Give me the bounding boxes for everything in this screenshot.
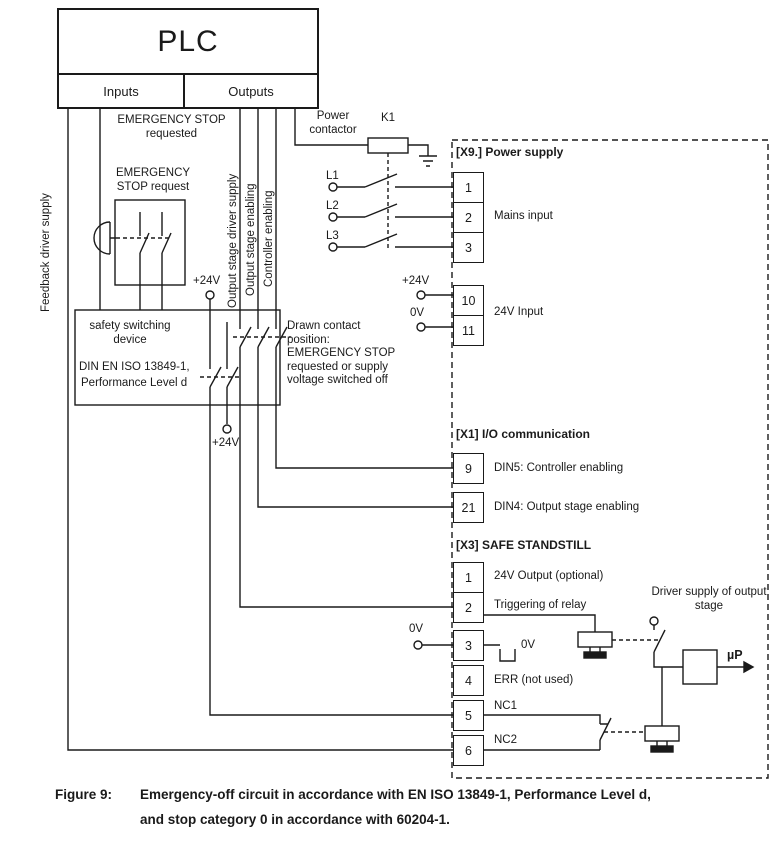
power-contactor-label: Power contactor <box>309 110 357 136</box>
l1-terminal-icon <box>328 182 338 192</box>
x3-24v-output-label: 24V Output (optional) <box>494 570 604 582</box>
x3-err-label: ERR (not used) <box>494 674 574 686</box>
v24-safety-bottom-label: +24V <box>212 437 240 449</box>
v0-supply-label: 0V <box>410 307 425 319</box>
l3-label: L3 <box>326 230 339 242</box>
microprocessor-label: µP <box>727 648 743 662</box>
up-arrowhead-icon <box>743 660 755 674</box>
driver-supply-terminal-icon <box>649 616 659 626</box>
caption-line-2: and stop category 0 in accordance with 6… <box>140 812 450 827</box>
output-stage-enabling-label: Output stage enabling <box>245 183 257 296</box>
v24-input-label: 24V Input <box>494 306 544 318</box>
x3-triggering-relay-label: Triggering of relay <box>494 599 587 611</box>
nc-feedback-contact-icon <box>599 717 612 741</box>
din5-label: DIN5: Controller enabling <box>494 462 624 474</box>
safety-contact-v24-icon <box>226 366 239 388</box>
x3-terminal-3: 3 <box>453 630 484 661</box>
k1-ground-lead <box>408 144 429 156</box>
x3-terminal-6: 6 <box>453 735 484 766</box>
estop-box <box>114 199 186 286</box>
l1-label: L1 <box>326 170 339 182</box>
safety-contact-controller-icon <box>275 326 288 348</box>
x9-terminal-2: 2 <box>453 202 484 233</box>
wire-nc1-internal <box>483 714 601 750</box>
x1-terminal-9: 9 <box>453 453 484 484</box>
wire-contactor-coil-feed <box>294 108 368 146</box>
wire-controller-enabling <box>275 108 453 469</box>
wire-feedback-driver-supply <box>67 108 453 751</box>
l2-terminal-icon <box>328 212 338 222</box>
l3-contact-icon <box>364 233 398 248</box>
x3-nc2-label: NC2 <box>494 734 518 746</box>
emergency-stop-request-label: EMERGENCY STOP request <box>115 167 191 193</box>
x3-terminal-5: 5 <box>453 700 484 731</box>
l3-terminal-icon <box>328 242 338 252</box>
relay-1-coil-icon <box>577 631 613 659</box>
k1-label: K1 <box>381 112 396 124</box>
v0-internal-ground-icon <box>499 649 516 662</box>
plc-inputs-cell: Inputs <box>59 75 185 107</box>
feedback-driver-supply-label: Feedback driver supply <box>40 193 52 312</box>
relay-2-coil-icon <box>644 725 680 753</box>
driver-supply-contact-icon <box>653 629 666 653</box>
safety-device-name-label: safety switching device <box>89 320 171 346</box>
plc-title: PLC <box>157 24 219 58</box>
driver-supply-label: Driver supply of output stage <box>651 586 767 612</box>
v0-x3-label: 0V <box>409 623 424 635</box>
l2-contact-icon <box>364 203 398 218</box>
safety-level-label: Performance Level d <box>81 377 188 389</box>
wire-nc1-feedback <box>209 299 453 716</box>
wire-driver-supply-switch <box>653 625 683 668</box>
wire-triggering-relay <box>483 614 596 632</box>
v24-supply-label: +24V <box>402 275 430 287</box>
v0-internal-label: 0V <box>521 639 536 651</box>
safety-standard-label: DIN EN ISO 13849-1, <box>79 361 190 373</box>
x9-terminal-10: 10 <box>453 285 484 316</box>
k1-coil <box>367 137 409 154</box>
plc-io-row: Inputs Outputs <box>57 73 319 109</box>
v24-safety-top-label: +24V <box>193 275 221 287</box>
x3-header: [X3] SAFE STANDSTILL <box>456 538 592 552</box>
v0-supply-terminal-icon <box>416 322 426 332</box>
drive-enclosure-dashed <box>451 139 769 779</box>
safety-device-box <box>74 309 281 406</box>
x9-terminal-11: 11 <box>453 315 484 346</box>
estop-contact-1-icon <box>139 232 150 254</box>
x3-terminal-2: 2 <box>453 592 484 623</box>
v24-safety-top-terminal-icon <box>205 290 215 300</box>
wire-output-stage-enabling <box>257 108 453 508</box>
plc-outputs-cell: Outputs <box>228 83 274 99</box>
wire-output-stage-driver-supply <box>239 108 453 608</box>
x3-terminal-1: 1 <box>453 562 484 593</box>
x3-nc1-label: NC1 <box>494 700 518 712</box>
figure-number-label: Figure 9: <box>55 787 113 802</box>
x9-header: [X9.] Power supply <box>456 145 564 159</box>
ground-icon <box>419 155 437 167</box>
plc-box: PLC <box>57 8 319 75</box>
mains-input-label: Mains input <box>494 210 553 222</box>
v0-x3-terminal-icon <box>413 640 423 650</box>
estop-contact-2-icon <box>161 232 172 254</box>
output-stage-driver-supply-label: Output stage driver supply <box>227 173 239 308</box>
x1-terminal-21: 21 <box>453 492 484 523</box>
estop-mushroom-icon <box>93 221 116 255</box>
x9-terminal-1: 1 <box>453 172 484 203</box>
controller-enabling-label: Controller enabling <box>263 190 275 287</box>
din4-label: DIN4: Output stage enabling <box>494 501 640 513</box>
x9-terminal-3: 3 <box>453 232 484 263</box>
v24-supply-terminal-icon <box>416 290 426 300</box>
x3-terminal-4: 4 <box>453 665 484 696</box>
safety-contact-driver-supply-icon <box>239 326 252 348</box>
microprocessor-box <box>682 649 718 685</box>
l2-label: L2 <box>326 200 339 212</box>
caption-line-1: Emergency-off circuit in accordance with… <box>140 787 651 802</box>
l1-contact-icon <box>364 173 398 188</box>
x1-header: [X1] I/O communication <box>456 427 591 441</box>
v24-safety-bottom-terminal-icon <box>222 424 232 434</box>
emergency-stop-requested-label: EMERGENCY STOP requested <box>117 114 226 140</box>
drawn-contact-note: Drawn contact position: EMERGENCY STOP r… <box>287 320 396 386</box>
